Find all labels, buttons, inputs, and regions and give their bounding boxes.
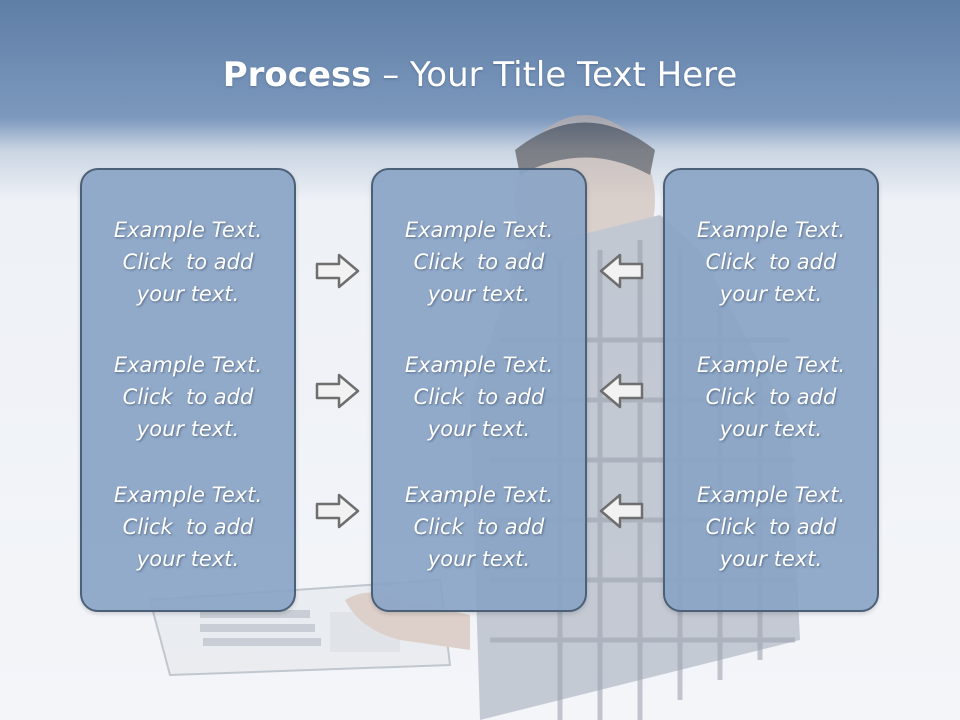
text-line: your text.	[136, 417, 240, 441]
text-line: your text.	[719, 282, 823, 306]
arrow-left-icon	[599, 493, 644, 529]
text-line: Example Text.	[113, 218, 263, 242]
text-line: your text.	[719, 417, 823, 441]
panel-middle[interactable]: Example Text. Click to add your text. Ex…	[371, 168, 587, 612]
text-block[interactable]: Example Text. Click to add your text.	[665, 214, 877, 310]
text-line: your text.	[427, 547, 531, 571]
text-block[interactable]: Example Text. Click to add your text.	[82, 479, 294, 575]
text-line: Click to add	[122, 385, 254, 409]
text-line: Example Text.	[696, 218, 846, 242]
text-line: Click to add	[122, 250, 254, 274]
text-line: Click to add	[705, 385, 837, 409]
title-rest: – Your Title Text Here	[371, 55, 738, 95]
text-line: Example Text.	[113, 353, 263, 377]
arrow-left-icon	[599, 253, 644, 289]
text-block[interactable]: Example Text. Click to add your text.	[373, 214, 585, 310]
text-block[interactable]: Example Text. Click to add your text.	[665, 349, 877, 445]
text-line: Click to add	[413, 515, 545, 539]
text-block[interactable]: Example Text. Click to add your text.	[373, 349, 585, 445]
text-block[interactable]: Example Text. Click to add your text.	[665, 479, 877, 575]
text-line: your text.	[427, 417, 531, 441]
arrow-left-icon	[599, 373, 644, 409]
text-line: Example Text.	[404, 353, 554, 377]
text-line: Click to add	[705, 515, 837, 539]
text-block[interactable]: Example Text. Click to add your text.	[82, 214, 294, 310]
text-block[interactable]: Example Text. Click to add your text.	[373, 479, 585, 575]
text-line: your text.	[427, 282, 531, 306]
text-block[interactable]: Example Text. Click to add your text.	[82, 349, 294, 445]
text-line: Example Text.	[404, 218, 554, 242]
text-line: Example Text.	[404, 483, 554, 507]
text-line: your text.	[136, 282, 240, 306]
slide-title[interactable]: Process – Your Title Text Here	[0, 54, 960, 96]
text-line: Click to add	[413, 250, 545, 274]
text-line: your text.	[719, 547, 823, 571]
text-line: Example Text.	[113, 483, 263, 507]
text-line: your text.	[136, 547, 240, 571]
text-line: Example Text.	[696, 483, 846, 507]
panel-left[interactable]: Example Text. Click to add your text. Ex…	[80, 168, 296, 612]
text-line: Click to add	[705, 250, 837, 274]
text-line: Click to add	[122, 515, 254, 539]
arrow-right-icon	[315, 493, 360, 529]
text-line: Example Text.	[696, 353, 846, 377]
text-line: Click to add	[413, 385, 545, 409]
title-bold: Process	[222, 55, 372, 95]
arrow-right-icon	[315, 253, 360, 289]
arrow-right-icon	[315, 373, 360, 409]
panel-right[interactable]: Example Text. Click to add your text. Ex…	[663, 168, 879, 612]
